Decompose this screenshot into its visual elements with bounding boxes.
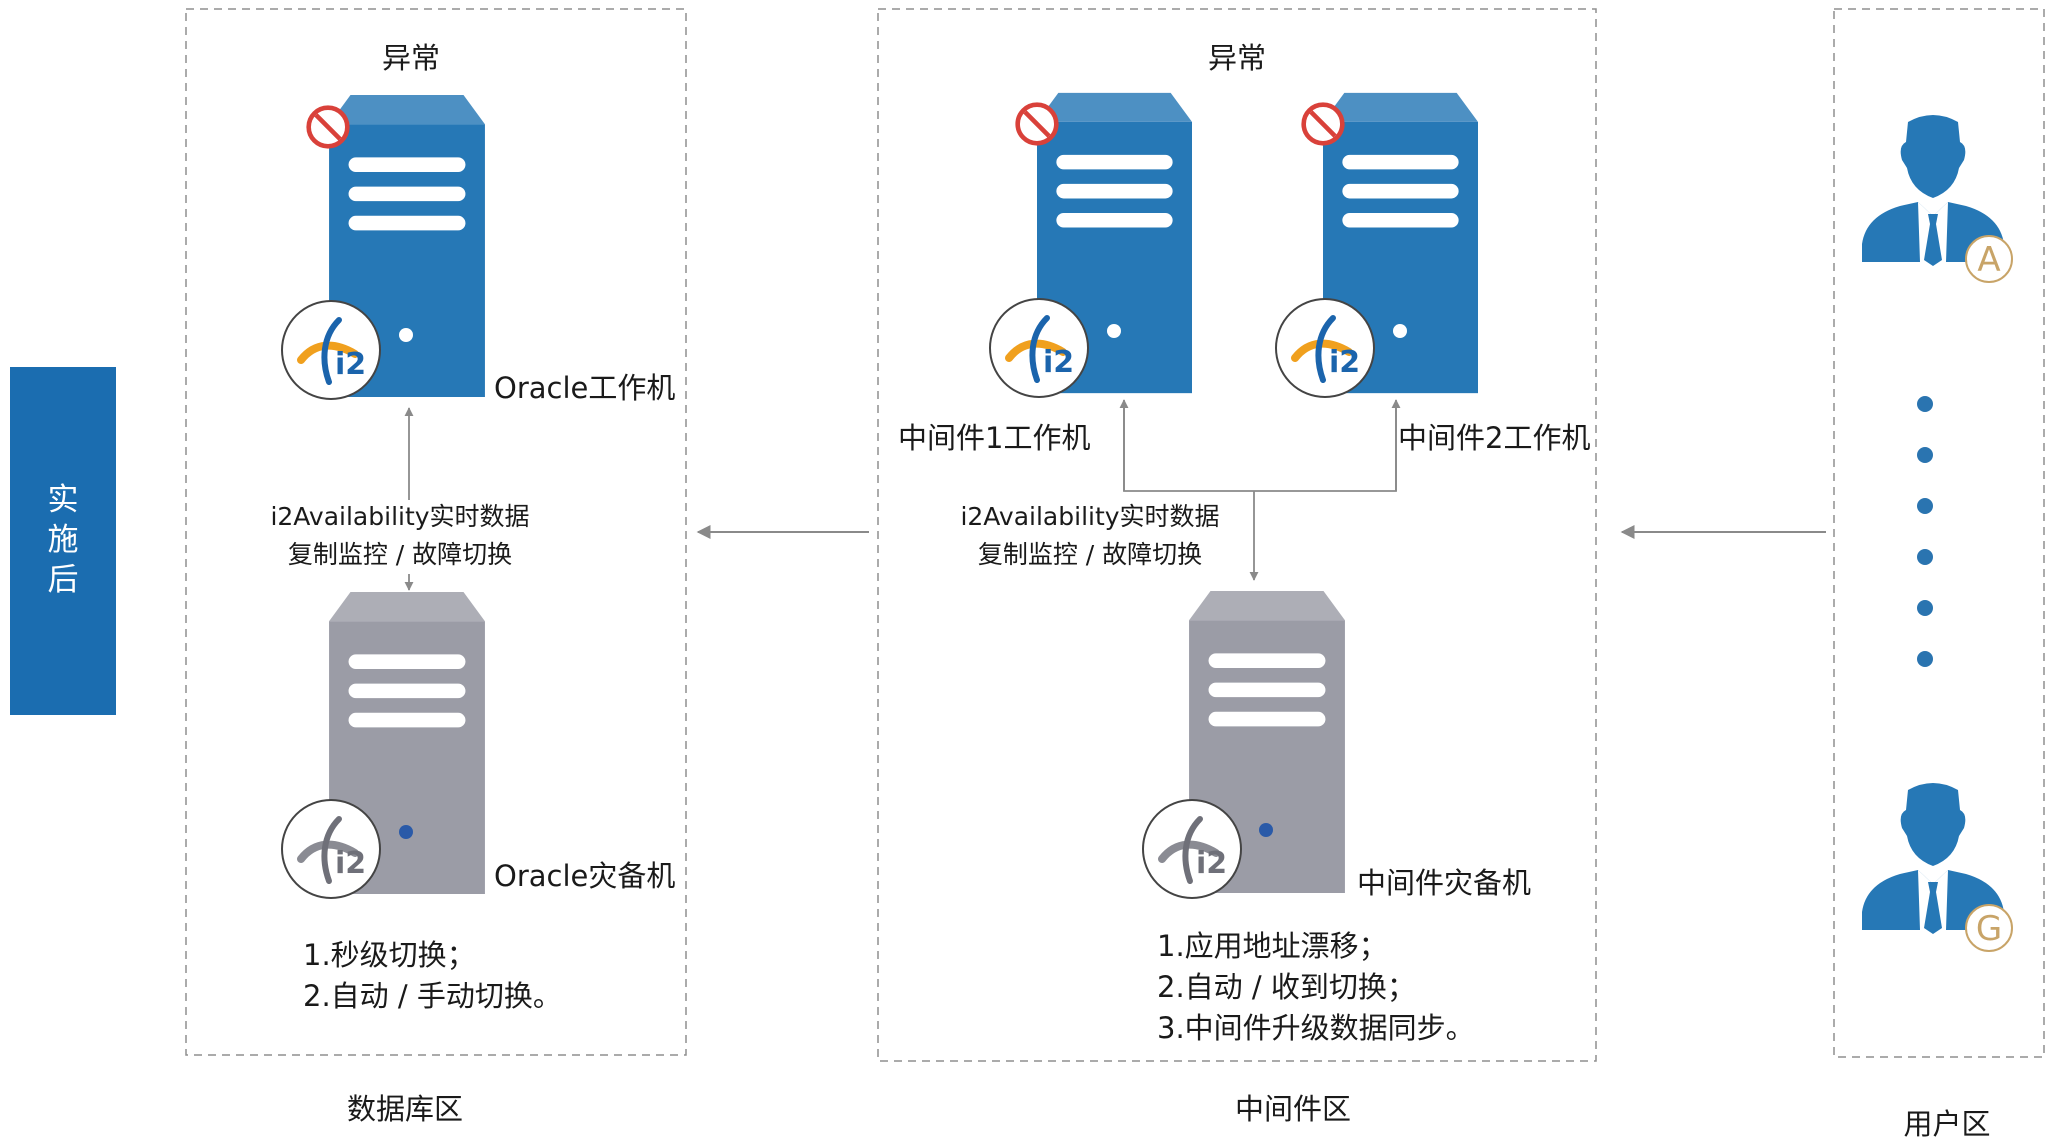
middleware-status: 异常: [1208, 41, 1266, 75]
i2-logo-icon: [282, 800, 380, 898]
user-zone-label: 用户区: [1903, 1107, 1990, 1141]
middleware-primary2-label: 中间件2工作机: [1398, 421, 1590, 455]
database-zone-label: 数据库区: [347, 1092, 463, 1126]
side-label-char-2: 施: [48, 522, 79, 558]
i2-logo-icon: [282, 301, 380, 399]
oracle-primary-label: Oracle工作机: [494, 371, 675, 405]
user-zone-border: [1833, 8, 2045, 1058]
error-badge-icon: [309, 108, 348, 147]
oracle-standby-server: [329, 592, 485, 894]
side-label-char-1: 实: [48, 482, 79, 518]
user-ellipsis-dots: [1917, 396, 1933, 667]
middleware-primary1-server: [1037, 92, 1192, 394]
db-note-1: 1.秒级切换；: [303, 938, 476, 972]
user-a: A: [1862, 115, 2013, 283]
database-status: 异常: [382, 41, 440, 75]
db-replication-line-2: 复制监控 / 故障切换: [288, 540, 512, 569]
mw-note-2: 2.自动 / 收到切换；: [1157, 970, 1416, 1004]
mw-replication-line-1: i2Availability实时数据: [960, 502, 1219, 531]
db-note-2: 2.自动 / 手动切换。: [303, 979, 562, 1013]
user-a-letter: A: [1977, 240, 2000, 280]
side-label: 实 施 后: [10, 367, 116, 715]
mw-replication-line-2: 复制监控 / 故障切换: [978, 540, 1202, 569]
i2-logo-icon: [1276, 299, 1374, 397]
user-g-letter: G: [1976, 909, 2002, 949]
middleware-primary1-label: 中间件1工作机: [898, 421, 1090, 455]
user-g: G: [1862, 783, 2013, 952]
oracle-primary-server: [329, 95, 485, 397]
db-replication-line-1: i2Availability实时数据: [270, 502, 529, 531]
mw-note-1: 1.应用地址漂移；: [1157, 929, 1388, 963]
replication-label-bg: [268, 500, 518, 574]
mw-note-3: 3.中间件升级数据同步。: [1157, 1011, 1475, 1045]
oracle-standby-label: Oracle灾备机: [494, 859, 675, 893]
middleware-zone-border: [877, 8, 1597, 1062]
middleware-standby-label: 中间件灾备机: [1357, 866, 1531, 900]
middleware-replication-links: [1119, 399, 1401, 581]
i2-logo-icon: [990, 299, 1088, 397]
middleware-zone-label: 中间件区: [1235, 1092, 1351, 1126]
database-zone-border: [185, 8, 687, 1056]
error-badge-icon: [1304, 105, 1343, 144]
middleware-primary2-server: [1323, 92, 1478, 394]
i2-logo-icon: [1143, 800, 1241, 898]
side-label-char-3: 后: [48, 562, 79, 598]
error-badge-icon: [1018, 105, 1057, 144]
middleware-standby-server: [1189, 591, 1345, 893]
